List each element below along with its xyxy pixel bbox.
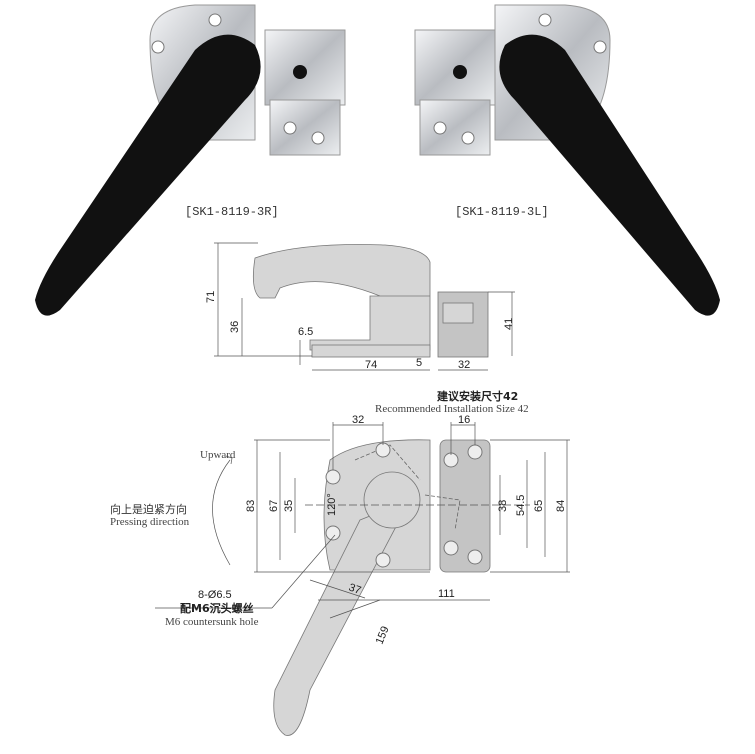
upward-label: Upward <box>200 449 236 461</box>
hole-spec-en: M6 countersunk hole <box>165 616 259 628</box>
dim-16: 16 <box>458 414 470 426</box>
dim-84: 84 <box>555 500 567 512</box>
install-size-cn: 建议安装尺寸42 <box>437 389 518 403</box>
dim-35: 35 <box>283 500 295 512</box>
product-photo-left-hand <box>414 4 720 316</box>
model-label-right: [SK1-8119-3R] <box>185 205 279 219</box>
dim-angle-120: 120° <box>326 493 338 516</box>
dim-111: 111 <box>438 588 455 600</box>
pressing-direction-en: Pressing direction <box>110 516 190 528</box>
dim-6-5: 6.5 <box>298 326 313 338</box>
dim-37: 37 <box>347 582 363 597</box>
dim-67: 67 <box>268 500 280 512</box>
model-label-left: [SK1-8119-3L] <box>455 205 549 219</box>
dim-65: 65 <box>533 500 545 512</box>
dim-38: 38 <box>497 500 509 512</box>
install-size-en: Recommended Installation Size 42 <box>375 403 529 415</box>
dim-41: 41 <box>503 318 515 330</box>
front-view-drawing <box>155 422 570 736</box>
dim-71: 71 <box>205 291 217 303</box>
dim-159: 159 <box>374 625 392 647</box>
dim-5: 5 <box>416 357 422 369</box>
dim-32-front: 32 <box>352 414 364 426</box>
hole-spec: 8-Ø6.5 <box>198 589 232 601</box>
dim-74: 74 <box>365 359 377 371</box>
hole-spec-cn: 配M6沉头螺丝 <box>180 601 254 615</box>
pressing-direction-cn: 向上是迫紧方向 <box>110 502 187 516</box>
side-view-drawing <box>214 242 515 371</box>
dim-83: 83 <box>245 500 257 512</box>
dim-36: 36 <box>229 321 241 333</box>
dim-32-side: 32 <box>458 359 470 371</box>
dim-54-5: 54.5 <box>515 495 527 516</box>
product-photo-right-hand <box>35 4 346 316</box>
